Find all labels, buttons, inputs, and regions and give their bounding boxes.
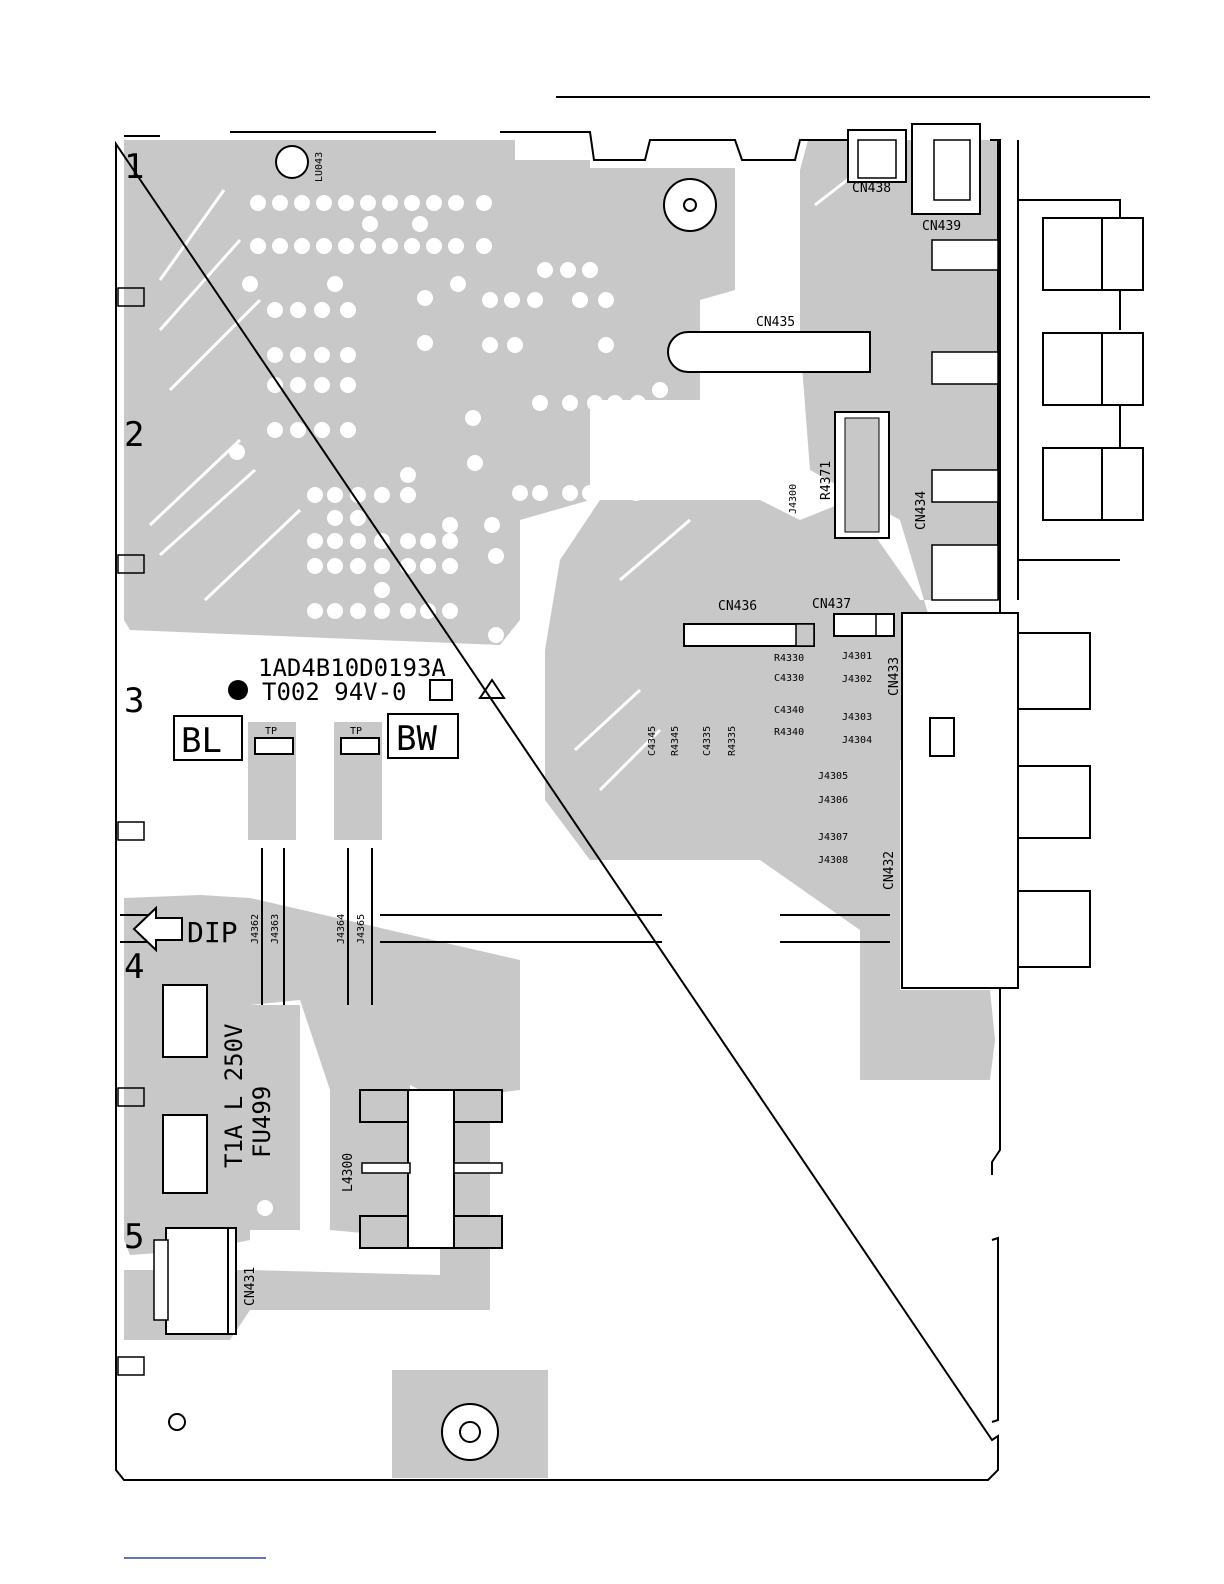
label-c4340: C4340 bbox=[774, 705, 804, 716]
mounting-hole-bottom-inner bbox=[460, 1422, 480, 1442]
tp-pad-right bbox=[341, 738, 379, 754]
label-c4335: C4335 bbox=[702, 726, 713, 756]
label-j4364: J4364 bbox=[336, 914, 347, 944]
small-hole bbox=[169, 1414, 185, 1430]
label-r4335: R4335 bbox=[727, 726, 738, 756]
tp-label-right: TP bbox=[350, 726, 362, 737]
label-j4307: J4307 bbox=[818, 832, 848, 843]
tp-pad-left bbox=[255, 738, 293, 754]
fuse-label: FU499 bbox=[248, 1086, 276, 1158]
label-j4300: J4300 bbox=[788, 484, 799, 514]
board-marking: T002 94V-0 bbox=[262, 678, 407, 706]
label-c4345: C4345 bbox=[647, 726, 658, 756]
cn435-body bbox=[668, 332, 870, 372]
dip-label: DIP bbox=[187, 916, 238, 949]
label-cn436: CN436 bbox=[718, 599, 757, 614]
r4371-inner bbox=[845, 418, 879, 532]
recycle-icon bbox=[228, 680, 248, 700]
label-j4306: J4306 bbox=[818, 795, 848, 806]
lu043-circle bbox=[276, 146, 308, 178]
ul-mark-icon bbox=[430, 680, 452, 700]
cn436-end bbox=[796, 624, 814, 646]
grid-1: 1 bbox=[124, 147, 144, 187]
grid-4: 4 bbox=[124, 947, 144, 987]
fuse-rating: T1A L 250V bbox=[220, 1024, 248, 1169]
label-cn433: CN433 bbox=[887, 657, 902, 696]
grid-3: 3 bbox=[124, 681, 144, 721]
label-j4301: J4301 bbox=[842, 651, 872, 662]
mounting-hole-top-inner bbox=[684, 199, 696, 211]
cn431-tab bbox=[154, 1240, 168, 1320]
label-j4302: J4302 bbox=[842, 674, 872, 685]
fuse-pad-top bbox=[163, 985, 207, 1057]
label-cn434: CN434 bbox=[914, 491, 929, 530]
label-cn435: CN435 bbox=[756, 315, 795, 330]
bw-label: BW bbox=[396, 719, 437, 759]
label-r4371: R4371 bbox=[819, 461, 834, 500]
bl-label: BL bbox=[181, 721, 222, 761]
cn431-body bbox=[166, 1228, 236, 1334]
label-j4303: J4303 bbox=[842, 712, 872, 723]
label-cn438: CN438 bbox=[852, 181, 891, 196]
label-cn439: CN439 bbox=[922, 219, 961, 234]
label-j4362: J4362 bbox=[250, 914, 261, 944]
label-cn432: CN432 bbox=[882, 851, 897, 890]
label-r4345: R4345 bbox=[670, 726, 681, 756]
label-j4365: J4365 bbox=[356, 914, 367, 944]
label-c4330: C4330 bbox=[774, 673, 804, 684]
cn434-jacks bbox=[1018, 200, 1143, 560]
l4300-body bbox=[360, 1090, 502, 1248]
cn436-body bbox=[684, 624, 814, 646]
cn437-body bbox=[834, 614, 894, 636]
label-r4330: R4330 bbox=[774, 653, 804, 664]
label-j4308: J4308 bbox=[818, 855, 848, 866]
cn439-inner bbox=[934, 140, 970, 200]
label-cn437: CN437 bbox=[812, 597, 851, 612]
label-l4300: L4300 bbox=[341, 1153, 356, 1192]
cn438-inner bbox=[858, 140, 896, 178]
grid-5: 5 bbox=[124, 1217, 144, 1257]
label-j4363: J4363 bbox=[270, 914, 281, 944]
label-cn431: CN431 bbox=[243, 1267, 258, 1306]
grid-2: 2 bbox=[124, 415, 144, 455]
fuse-pad-bottom bbox=[163, 1115, 207, 1193]
label-j4304: J4304 bbox=[842, 735, 872, 746]
cn433-cn432-jacks bbox=[902, 613, 1090, 988]
label-j4305: J4305 bbox=[818, 771, 848, 782]
label-lu043: LU043 bbox=[314, 152, 325, 182]
tp-label-left: TP bbox=[265, 726, 277, 737]
label-r4340: R4340 bbox=[774, 727, 804, 738]
